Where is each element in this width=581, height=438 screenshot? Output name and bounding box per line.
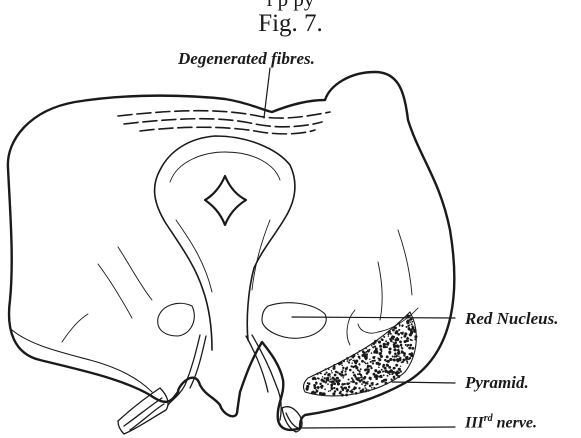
red-nucleus-leader bbox=[292, 317, 455, 318]
red-nucleus-right bbox=[262, 303, 326, 339]
pyramid-leader bbox=[392, 382, 455, 383]
inner-outline-left bbox=[12, 330, 152, 392]
nerve-leader bbox=[302, 427, 455, 428]
nerve-roman: III bbox=[465, 414, 484, 431]
pyramidal-bundles bbox=[168, 335, 281, 420]
label-pyramid: Pyramid. bbox=[465, 373, 529, 393]
nerve-superscript: rd bbox=[484, 413, 493, 424]
central-gray-outline bbox=[155, 136, 295, 350]
central-gray-inner bbox=[170, 152, 280, 292]
label-third-nerve: IIIrd nerve. bbox=[465, 413, 537, 432]
nerve-suffix: nerve. bbox=[493, 414, 537, 431]
label-red-nucleus: Red Nucleus. bbox=[465, 309, 559, 329]
lateral-tract-lines bbox=[62, 230, 418, 345]
label-degenerated-fibres: Degenerated fibres. bbox=[178, 49, 315, 69]
left-nerve-root bbox=[118, 388, 168, 434]
red-nucleus-left bbox=[158, 303, 195, 336]
aqueduct bbox=[205, 176, 246, 225]
degenerated-fibres bbox=[118, 111, 330, 134]
